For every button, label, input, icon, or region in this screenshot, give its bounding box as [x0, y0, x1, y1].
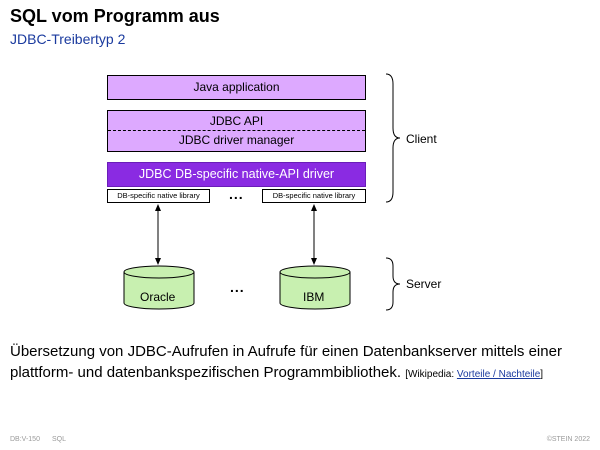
server-label: Server	[406, 277, 442, 291]
wikipedia-reference: [Wikipedia: Vorteile / Nachteile]	[405, 369, 543, 380]
wiki-link[interactable]: Vorteile / Nachteile	[456, 369, 541, 380]
driver-manager-label: JDBC driver manager	[178, 133, 295, 147]
description-paragraph: Übersetzung von JDBC-Aufrufen in Aufrufe…	[10, 341, 595, 385]
jdbc-api-box: JDBC API JDBC driver manager	[107, 110, 366, 152]
native-library-left: DB-specific native library	[107, 189, 210, 203]
oracle-label: Oracle	[140, 290, 176, 304]
footer-slide-id: DB:V-150	[10, 436, 40, 443]
server-brace-icon	[385, 257, 401, 311]
description-text: Übersetzung von JDBC-Aufrufen in Aufrufe…	[10, 343, 562, 381]
footer-topic: SQL	[52, 436, 67, 443]
wiki-suffix: ]	[540, 369, 544, 380]
native-driver-label: JDBC DB-specific native-API driver	[138, 167, 335, 181]
client-label: Client	[406, 132, 437, 146]
jdbc-api-label: JDBC API	[209, 114, 264, 128]
page-subtitle: JDBC-Treibertyp 2	[10, 31, 126, 47]
ibm-database-icon	[279, 265, 351, 310]
oracle-database-icon	[123, 265, 195, 310]
library-ellipsis: ...	[229, 186, 244, 202]
database-ellipsis: ...	[230, 279, 245, 295]
page-title: SQL vom Programm aus	[10, 6, 220, 26]
java-application-label: Java application	[193, 80, 280, 94]
api-divider	[108, 130, 365, 131]
java-application-box: Java application	[107, 75, 366, 100]
native-library-right: DB-specific native library	[262, 189, 366, 203]
ibm-label: IBM	[303, 290, 325, 304]
native-driver-box: JDBC DB-specific native-API driver	[107, 162, 366, 187]
footer-copyright: ©STEIN 2022	[546, 436, 590, 443]
client-brace-icon	[385, 73, 401, 203]
wiki-prefix: [Wikipedia:	[405, 369, 455, 380]
